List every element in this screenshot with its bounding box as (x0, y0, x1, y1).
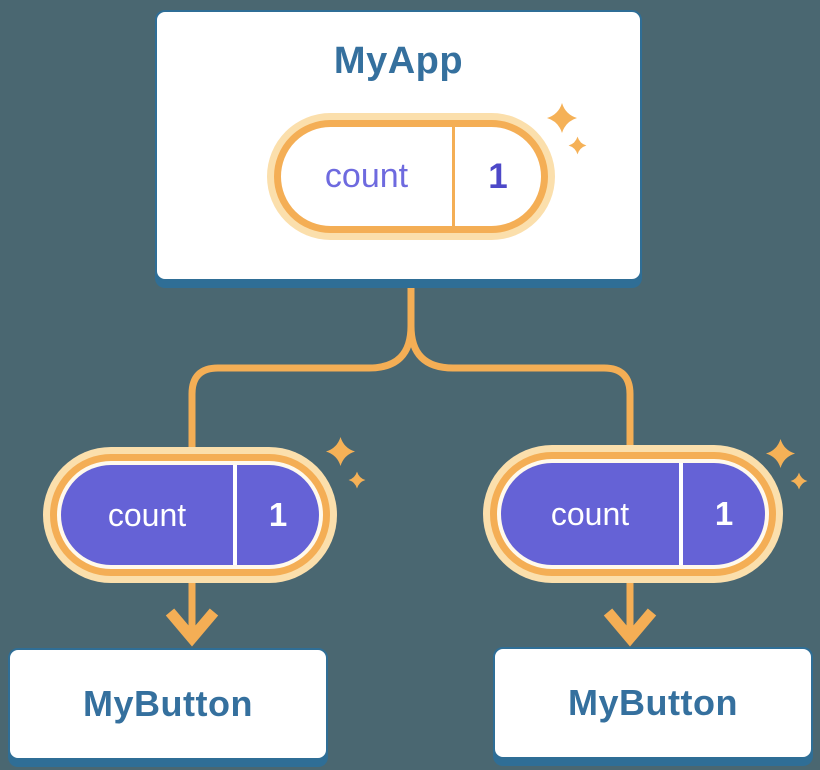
prop-name-label: count (107, 496, 187, 533)
pill-core: count 1 (501, 463, 765, 565)
arrow-down-icon (165, 608, 219, 647)
prop-value-label: 1 (714, 495, 734, 532)
pill-body: count 1 (490, 452, 776, 576)
pill-divider (233, 465, 237, 565)
pill-body: count 1 (50, 454, 330, 576)
sparkle-icon (568, 136, 587, 155)
prop-name-label: count (550, 495, 630, 532)
state-value-label: 1 (488, 156, 508, 196)
mybutton-title: MyButton (568, 682, 738, 723)
mybutton-card-right: MyButton (493, 647, 813, 759)
root-state-pill: count 1 (267, 113, 555, 240)
sparkle-icon (547, 103, 577, 133)
pill-divider (452, 127, 455, 226)
state-name-label: count (324, 157, 409, 195)
pill-body: count 1 (274, 120, 548, 233)
mybutton-title: MyButton (83, 683, 253, 724)
myapp-title: MyApp (333, 40, 464, 82)
right-prop-pill: count 1 (483, 445, 783, 583)
arrow-down-icon (603, 608, 657, 647)
left-prop-pill: count 1 (43, 447, 337, 583)
pill-divider (679, 463, 683, 565)
sparkle-icon (348, 471, 366, 489)
prop-value-label: 1 (268, 496, 288, 533)
mybutton-card-left: MyButton (8, 648, 328, 760)
sparkle-icon (765, 438, 796, 469)
pill-core: count 1 (61, 465, 319, 565)
connector-right (407, 283, 634, 631)
connector-left (188, 283, 415, 631)
sparkle-icon (325, 436, 356, 467)
sparkle-icon (790, 472, 808, 490)
